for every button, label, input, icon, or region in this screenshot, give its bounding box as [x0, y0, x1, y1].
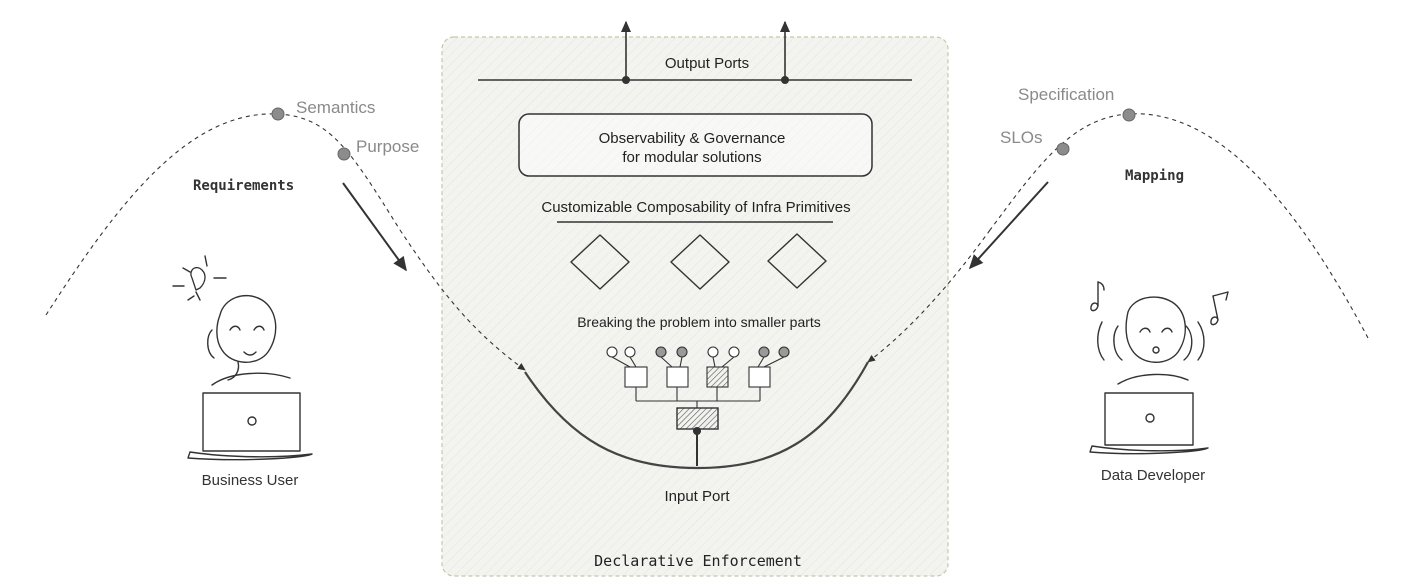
requirements-label: Requirements — [193, 178, 294, 194]
enforcement-panel — [441, 36, 949, 577]
purpose-label: Purpose — [356, 137, 419, 156]
specification-label: Specification — [1018, 85, 1114, 104]
observability-line1: Observability & Governance — [599, 130, 786, 147]
output-ports — [478, 20, 912, 84]
business-user-figure — [172, 255, 313, 461]
primitive-diamond — [570, 234, 630, 290]
left-curve-into-panel — [399, 229, 526, 371]
composability-label: Customizable Composability of Infra Prim… — [541, 199, 850, 216]
observability-box — [518, 113, 873, 177]
slos-label: SLOs — [1000, 128, 1043, 147]
data-developer-figure — [1089, 281, 1229, 455]
right-curve-into-panel — [867, 229, 991, 363]
semantics-point — [271, 107, 285, 121]
requirements-curve — [45, 113, 401, 316]
u-curve — [524, 361, 869, 470]
mapping-arrow — [968, 181, 1049, 270]
input-port-label: Input Port — [664, 488, 730, 505]
slos-point — [1056, 142, 1070, 156]
purpose-point — [337, 147, 351, 161]
primitive-diamonds — [570, 233, 827, 290]
declarative-enforcement-label: Declarative Enforcement — [594, 552, 802, 570]
requirements-arrow — [342, 182, 407, 272]
decomposition-tree — [606, 346, 790, 466]
semantics-label: Semantics — [296, 98, 375, 117]
breaking-label: Breaking the problem into smaller parts — [577, 314, 821, 330]
mapping-curve — [989, 113, 1369, 339]
primitive-diamond — [670, 234, 730, 290]
music-note-icon — [1090, 281, 1229, 326]
business-user-label: Business User — [202, 472, 299, 489]
specification-point — [1122, 108, 1136, 122]
lightbulb-icon — [172, 255, 227, 301]
observability-line2: for modular solutions — [622, 149, 761, 166]
mapping-label: Mapping — [1125, 168, 1184, 184]
data-developer-label: Data Developer — [1101, 467, 1205, 484]
output-ports-label: Output Ports — [665, 55, 749, 72]
primitive-diamond — [767, 233, 827, 289]
